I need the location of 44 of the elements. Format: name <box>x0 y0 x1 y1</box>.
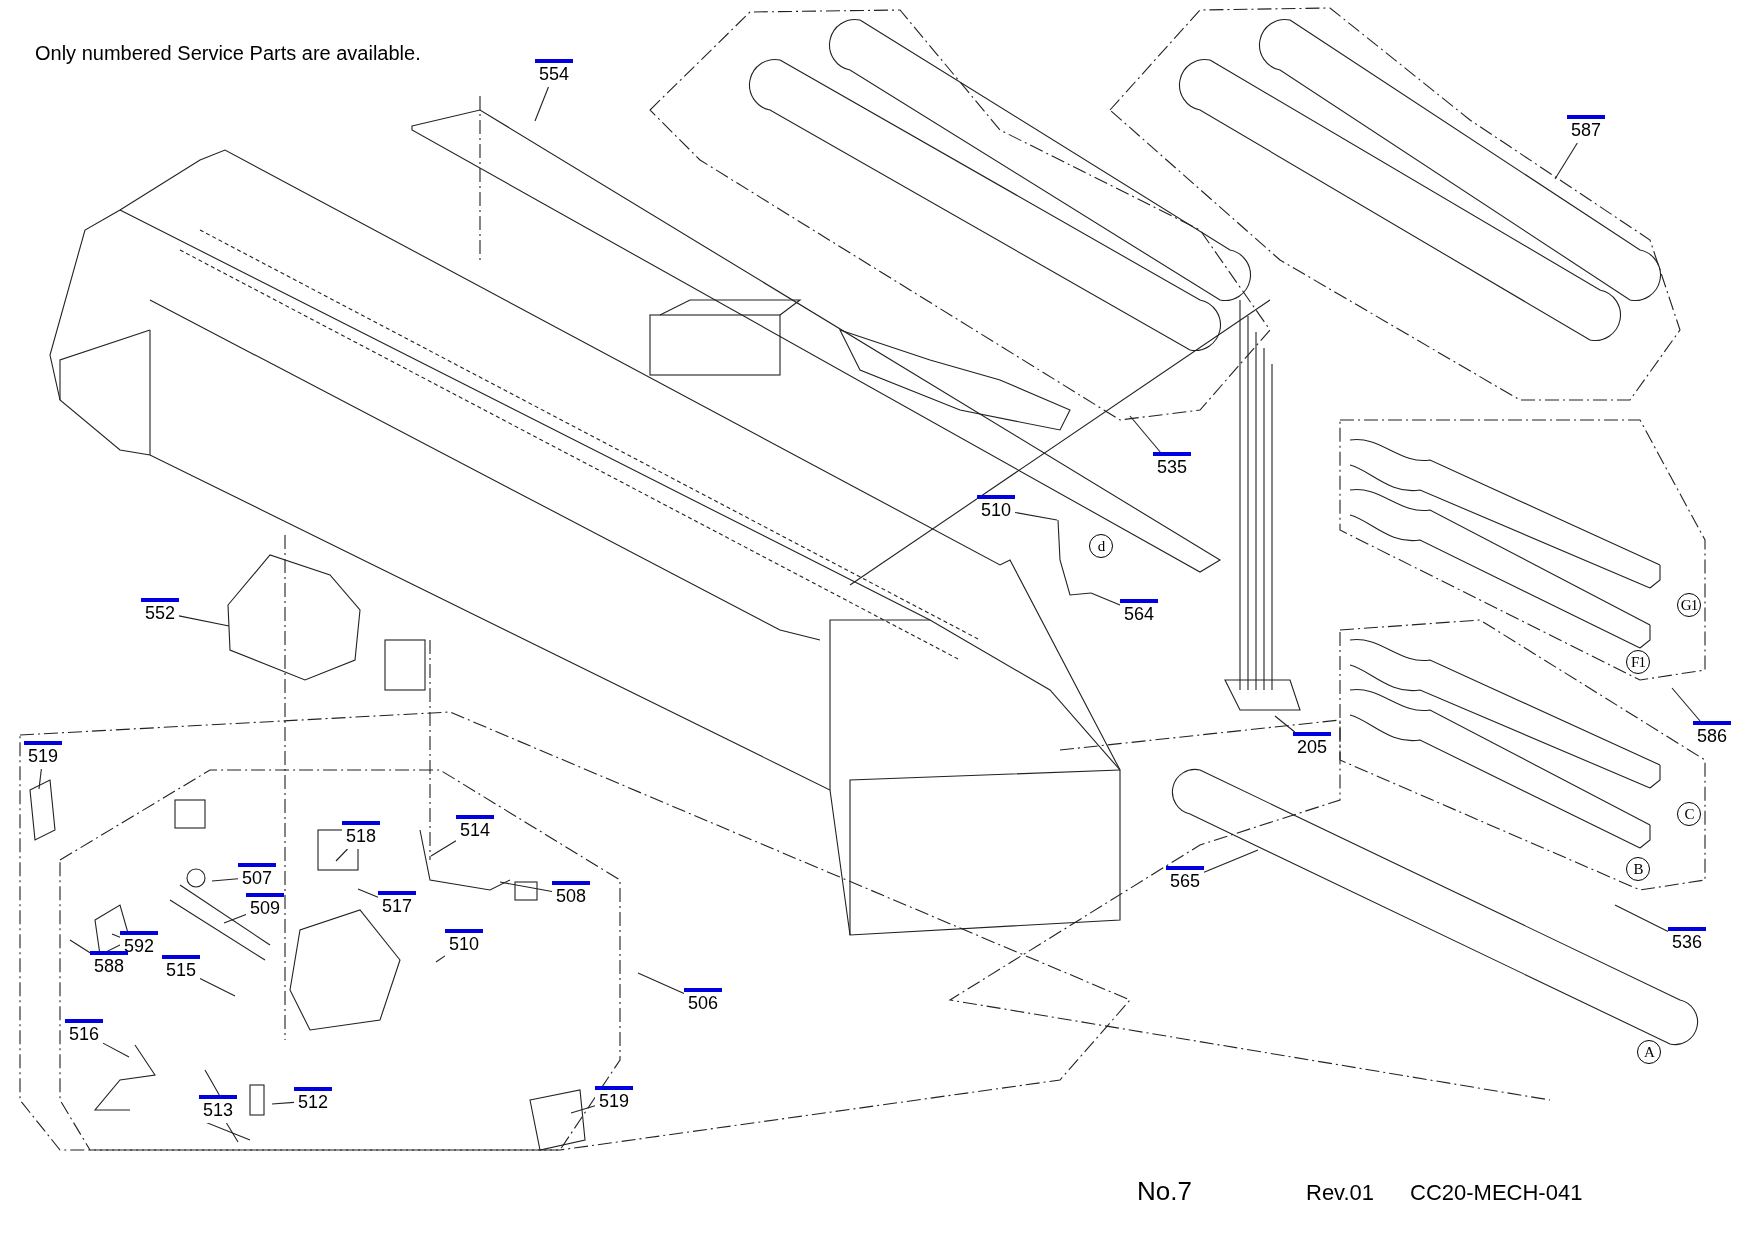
leader-line <box>69 939 91 954</box>
leader-line <box>1090 592 1121 606</box>
leader-line <box>357 888 379 898</box>
reference-letter: d <box>1089 534 1113 558</box>
leader-line <box>534 86 549 122</box>
reference-letter: F1 <box>1626 650 1650 674</box>
leader-line <box>102 1042 130 1058</box>
reference-letter: C <box>1677 802 1701 826</box>
callout-number: 510 <box>445 929 483 957</box>
leader-line <box>570 1105 596 1114</box>
leader-line <box>223 913 247 924</box>
callout-number: 513 <box>199 1095 237 1123</box>
callout-number: 554 <box>535 59 573 87</box>
leader-line <box>199 977 236 997</box>
leader-line <box>211 878 239 882</box>
leader-line <box>435 955 446 963</box>
reference-letter: G1 <box>1677 593 1701 617</box>
callout-number: 515 <box>162 955 200 983</box>
leader-line <box>430 840 457 857</box>
callout-number: 587 <box>1567 115 1605 143</box>
leader-line <box>1614 904 1669 933</box>
reference-letter: A <box>1637 1040 1661 1064</box>
document-code: CC20-MECH-041 <box>1410 1180 1583 1206</box>
leader-line <box>335 848 349 862</box>
leader-line <box>499 881 553 893</box>
document-code: No.7 <box>1137 1176 1192 1207</box>
leader-line <box>1129 415 1161 453</box>
leader-line <box>1671 687 1701 722</box>
document-code: Rev.01 <box>1306 1180 1375 1206</box>
leader-line <box>178 615 230 627</box>
leader-line <box>225 1122 239 1143</box>
leader-line <box>271 1101 295 1105</box>
callout-number: 518 <box>342 821 380 849</box>
leader-line <box>637 972 685 995</box>
callout-number: 514 <box>456 815 494 843</box>
callout-number: 516 <box>65 1019 103 1047</box>
leader-line <box>1274 715 1296 733</box>
leader-line <box>38 768 42 790</box>
leader-line <box>1554 142 1578 180</box>
leader-line <box>1014 511 1058 521</box>
note-text: Only numbered Service Parts are available. <box>35 42 421 65</box>
leader-line <box>111 933 121 938</box>
leader-line <box>1203 849 1259 873</box>
reference-letter: B <box>1626 857 1650 881</box>
